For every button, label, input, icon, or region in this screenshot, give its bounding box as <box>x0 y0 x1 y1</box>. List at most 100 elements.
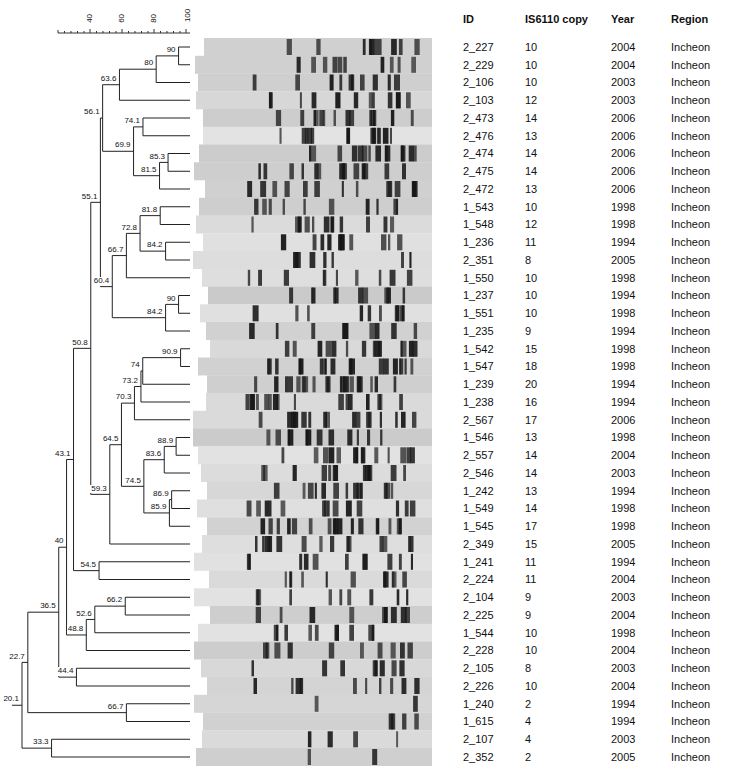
gel-lane <box>206 322 432 340</box>
region-cell: Incheon <box>671 751 710 763</box>
is6110-band <box>372 92 375 108</box>
is6110-band <box>333 483 339 499</box>
is6110-band <box>345 554 349 570</box>
dendrogram-branch <box>103 151 134 152</box>
is6110-band <box>391 39 397 55</box>
is6110-band <box>282 447 285 463</box>
is6110-band <box>413 696 418 712</box>
copy-number: 10 <box>525 201 537 213</box>
is6110-band <box>281 234 286 250</box>
isolate-id: 1_242 <box>463 485 494 497</box>
is6110-band <box>381 234 386 250</box>
is6110-band <box>378 128 382 144</box>
region-cell: Incheon <box>671 378 710 390</box>
gel-lane <box>196 91 432 109</box>
is6110-band <box>363 554 368 570</box>
is6110-band <box>349 607 354 623</box>
is6110-band <box>343 323 349 339</box>
dendrogram-branch <box>176 437 190 438</box>
is6110-band <box>386 181 392 197</box>
copy-number: 17 <box>525 520 537 532</box>
similarity-value: 48.8 <box>67 625 85 634</box>
similarity-value: 40 <box>54 537 65 546</box>
is6110-band <box>390 57 394 73</box>
is6110-band <box>326 376 329 392</box>
is6110-band <box>376 199 378 215</box>
is6110-band <box>354 163 360 179</box>
dendrogram-branch <box>168 171 190 172</box>
is6110-band <box>256 501 261 517</box>
is6110-band <box>257 589 261 605</box>
is6110-band <box>248 270 250 286</box>
copy-number: 2 <box>525 751 531 763</box>
dendrogram-branch <box>143 135 190 136</box>
is6110-band <box>375 376 378 392</box>
is6110-band <box>338 234 344 250</box>
is6110-band <box>334 288 338 304</box>
is6110-band <box>346 483 349 499</box>
year-cell: 2006 <box>611 112 635 124</box>
is6110-band <box>338 394 344 410</box>
isolate-id: 2_546 <box>463 467 494 479</box>
is6110-band <box>380 412 382 428</box>
is6110-band <box>374 447 378 463</box>
dendrogram-branch <box>144 459 164 460</box>
gel-lane <box>198 624 432 642</box>
is6110-band <box>373 75 378 91</box>
is6110-band <box>324 501 327 517</box>
is6110-band <box>302 376 308 392</box>
is6110-band <box>356 412 360 428</box>
isolate-id: 2_227 <box>463 41 494 53</box>
is6110-band <box>402 678 407 694</box>
is6110-band <box>351 75 353 91</box>
is6110-band <box>369 39 375 55</box>
is6110-band <box>249 323 255 339</box>
is6110-band <box>393 359 398 375</box>
isolate-id: 1_543 <box>463 201 494 213</box>
isolate-id: 2_472 <box>463 183 494 195</box>
region-cell: Incheon <box>671 609 710 621</box>
is6110-band <box>269 359 272 375</box>
similarity-value: 59.3 <box>90 485 108 494</box>
is6110-band <box>399 39 403 55</box>
dendrogram-branch <box>156 82 190 83</box>
is6110-band <box>350 359 355 375</box>
is6110-band <box>400 643 405 659</box>
is6110-band <box>247 181 252 197</box>
region-cell: Incheon <box>671 414 710 426</box>
is6110-band <box>378 341 382 357</box>
region-cell: Incheon <box>671 485 710 497</box>
copy-number: 10 <box>525 680 537 692</box>
is6110-band <box>303 199 305 215</box>
is6110-band <box>324 270 326 286</box>
year-cell: 1998 <box>611 627 635 639</box>
is6110-band <box>313 234 317 250</box>
year-cell: 1994 <box>611 715 635 727</box>
dendrogram-branch <box>172 508 190 509</box>
year-cell: 2003 <box>611 662 635 674</box>
column-header: Region <box>671 13 708 25</box>
dendrogram-branch <box>110 444 122 445</box>
copy-number: 9 <box>525 609 531 621</box>
dendrogram-branch <box>74 570 100 571</box>
year-cell: 1994 <box>611 325 635 337</box>
similarity-value: 81.8 <box>141 206 159 215</box>
is6110-band <box>401 146 406 162</box>
is6110-band <box>336 270 338 286</box>
copy-number: 14 <box>525 165 537 177</box>
is6110-band <box>399 359 403 375</box>
is6110-band <box>342 163 347 179</box>
region-cell: Incheon <box>671 94 710 106</box>
is6110-band <box>391 714 395 730</box>
year-cell: 2004 <box>611 573 635 585</box>
is6110-band <box>398 57 401 73</box>
is6110-band <box>312 288 315 304</box>
is6110-band <box>414 678 419 694</box>
is6110-band <box>308 749 311 765</box>
region-cell: Incheon <box>671 112 710 124</box>
is6110-band <box>360 305 363 321</box>
is6110-band <box>374 660 377 676</box>
copy-number: 2 <box>525 698 531 710</box>
is6110-band <box>396 199 398 215</box>
is6110-band <box>365 678 367 694</box>
